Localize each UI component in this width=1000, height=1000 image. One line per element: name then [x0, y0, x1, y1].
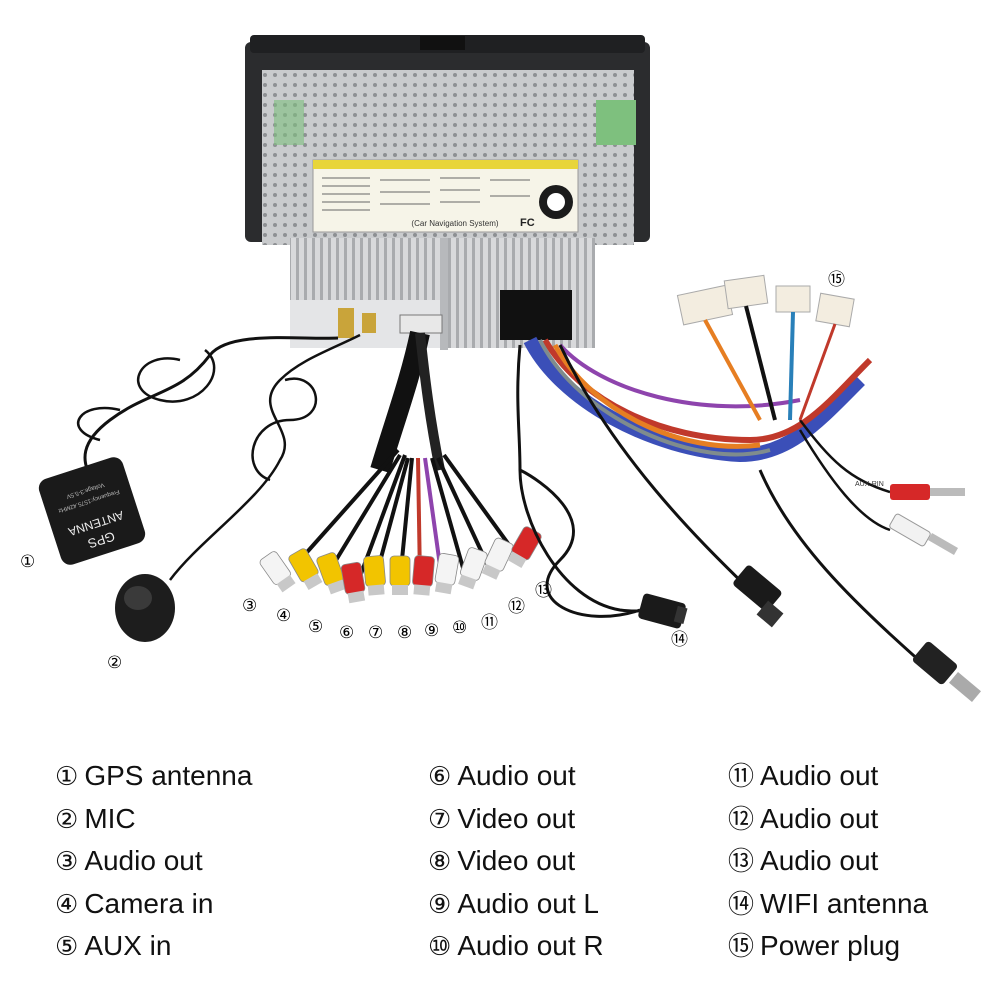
callout-2: ② [107, 653, 122, 673]
callout-4: ④ [276, 606, 291, 626]
head-unit-chassis: (Car Navigation System) FC [245, 35, 650, 350]
rca-plug [389, 555, 411, 595]
callout-11: ⑪ [481, 613, 498, 633]
gps-port [338, 308, 354, 338]
gps-antenna: GPS ANTENNA Frequency:1575.42MHz Voltage… [38, 336, 339, 565]
callout-1: ① [20, 552, 35, 572]
power-harness: AUX-RIN [523, 274, 981, 703]
rca-plug [412, 555, 435, 596]
power-port-plugs [500, 290, 572, 340]
fc-mark: FC [520, 217, 535, 229]
rca-harness [298, 330, 522, 591]
rca-harness-plug [399, 314, 443, 334]
head-unit-wiring-diagram: (Car Navigation System) FC GPS ANTENNA F… [20, 35, 981, 703]
sticker-caption: (Car Navigation System) [411, 219, 498, 228]
wifi-antenna [516, 344, 688, 629]
callout-10: ⑩ [452, 618, 467, 638]
rca-plug [288, 548, 323, 591]
callout-12: ⑫ [508, 597, 525, 617]
rca-plug [458, 547, 488, 590]
microphone [115, 333, 361, 642]
rca-plug [434, 552, 460, 595]
callout-13: ⑬ [535, 581, 552, 601]
callout-8: ⑧ [397, 623, 412, 643]
aux-rin-tag: AUX-RIN [855, 481, 884, 488]
callout-15: ⑮ [828, 270, 845, 290]
callout-9: ⑨ [424, 621, 439, 641]
rca-plug [316, 552, 346, 595]
callout-3: ③ [242, 596, 257, 616]
rca-plugs [259, 526, 542, 604]
callout-7: ⑦ [368, 623, 383, 643]
rca-plug [481, 537, 514, 580]
callout-6: ⑥ [339, 623, 354, 643]
callout-14: ⑭ [671, 630, 688, 650]
rca-plug [363, 555, 386, 596]
callout-5: ⑤ [308, 617, 323, 637]
rca-plug [507, 526, 542, 569]
rca-plug [259, 551, 296, 593]
rca-plug [340, 561, 366, 604]
